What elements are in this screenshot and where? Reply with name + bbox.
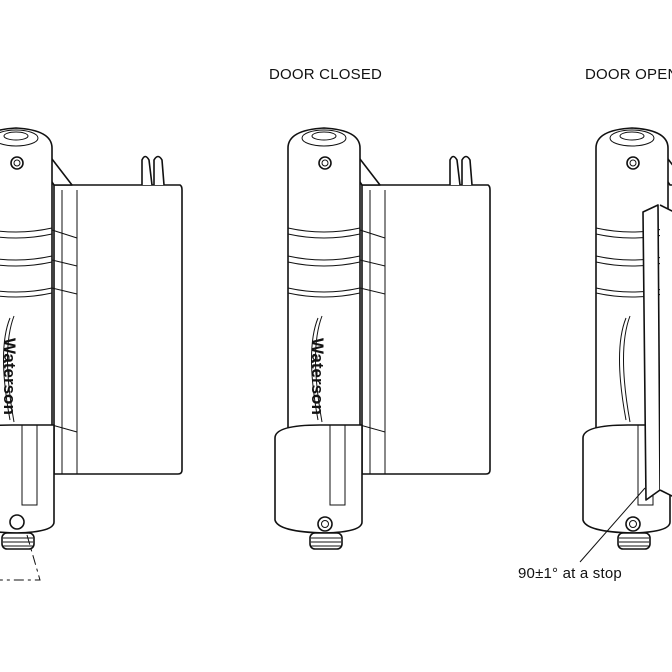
brand-logo-left: Waterson [0, 338, 19, 415]
brand-logo: Waterson [308, 338, 327, 415]
label-door-closed: DOOR CLOSED [269, 66, 383, 83]
hinge-left-view [0, 127, 183, 581]
hinge-closed-view: Waterson [274, 127, 491, 550]
hinge-open-view [579, 127, 672, 563]
label-door-open: DOOR OPEN [585, 66, 672, 83]
label-stop-angle: 90±1° at a stop [518, 565, 622, 582]
